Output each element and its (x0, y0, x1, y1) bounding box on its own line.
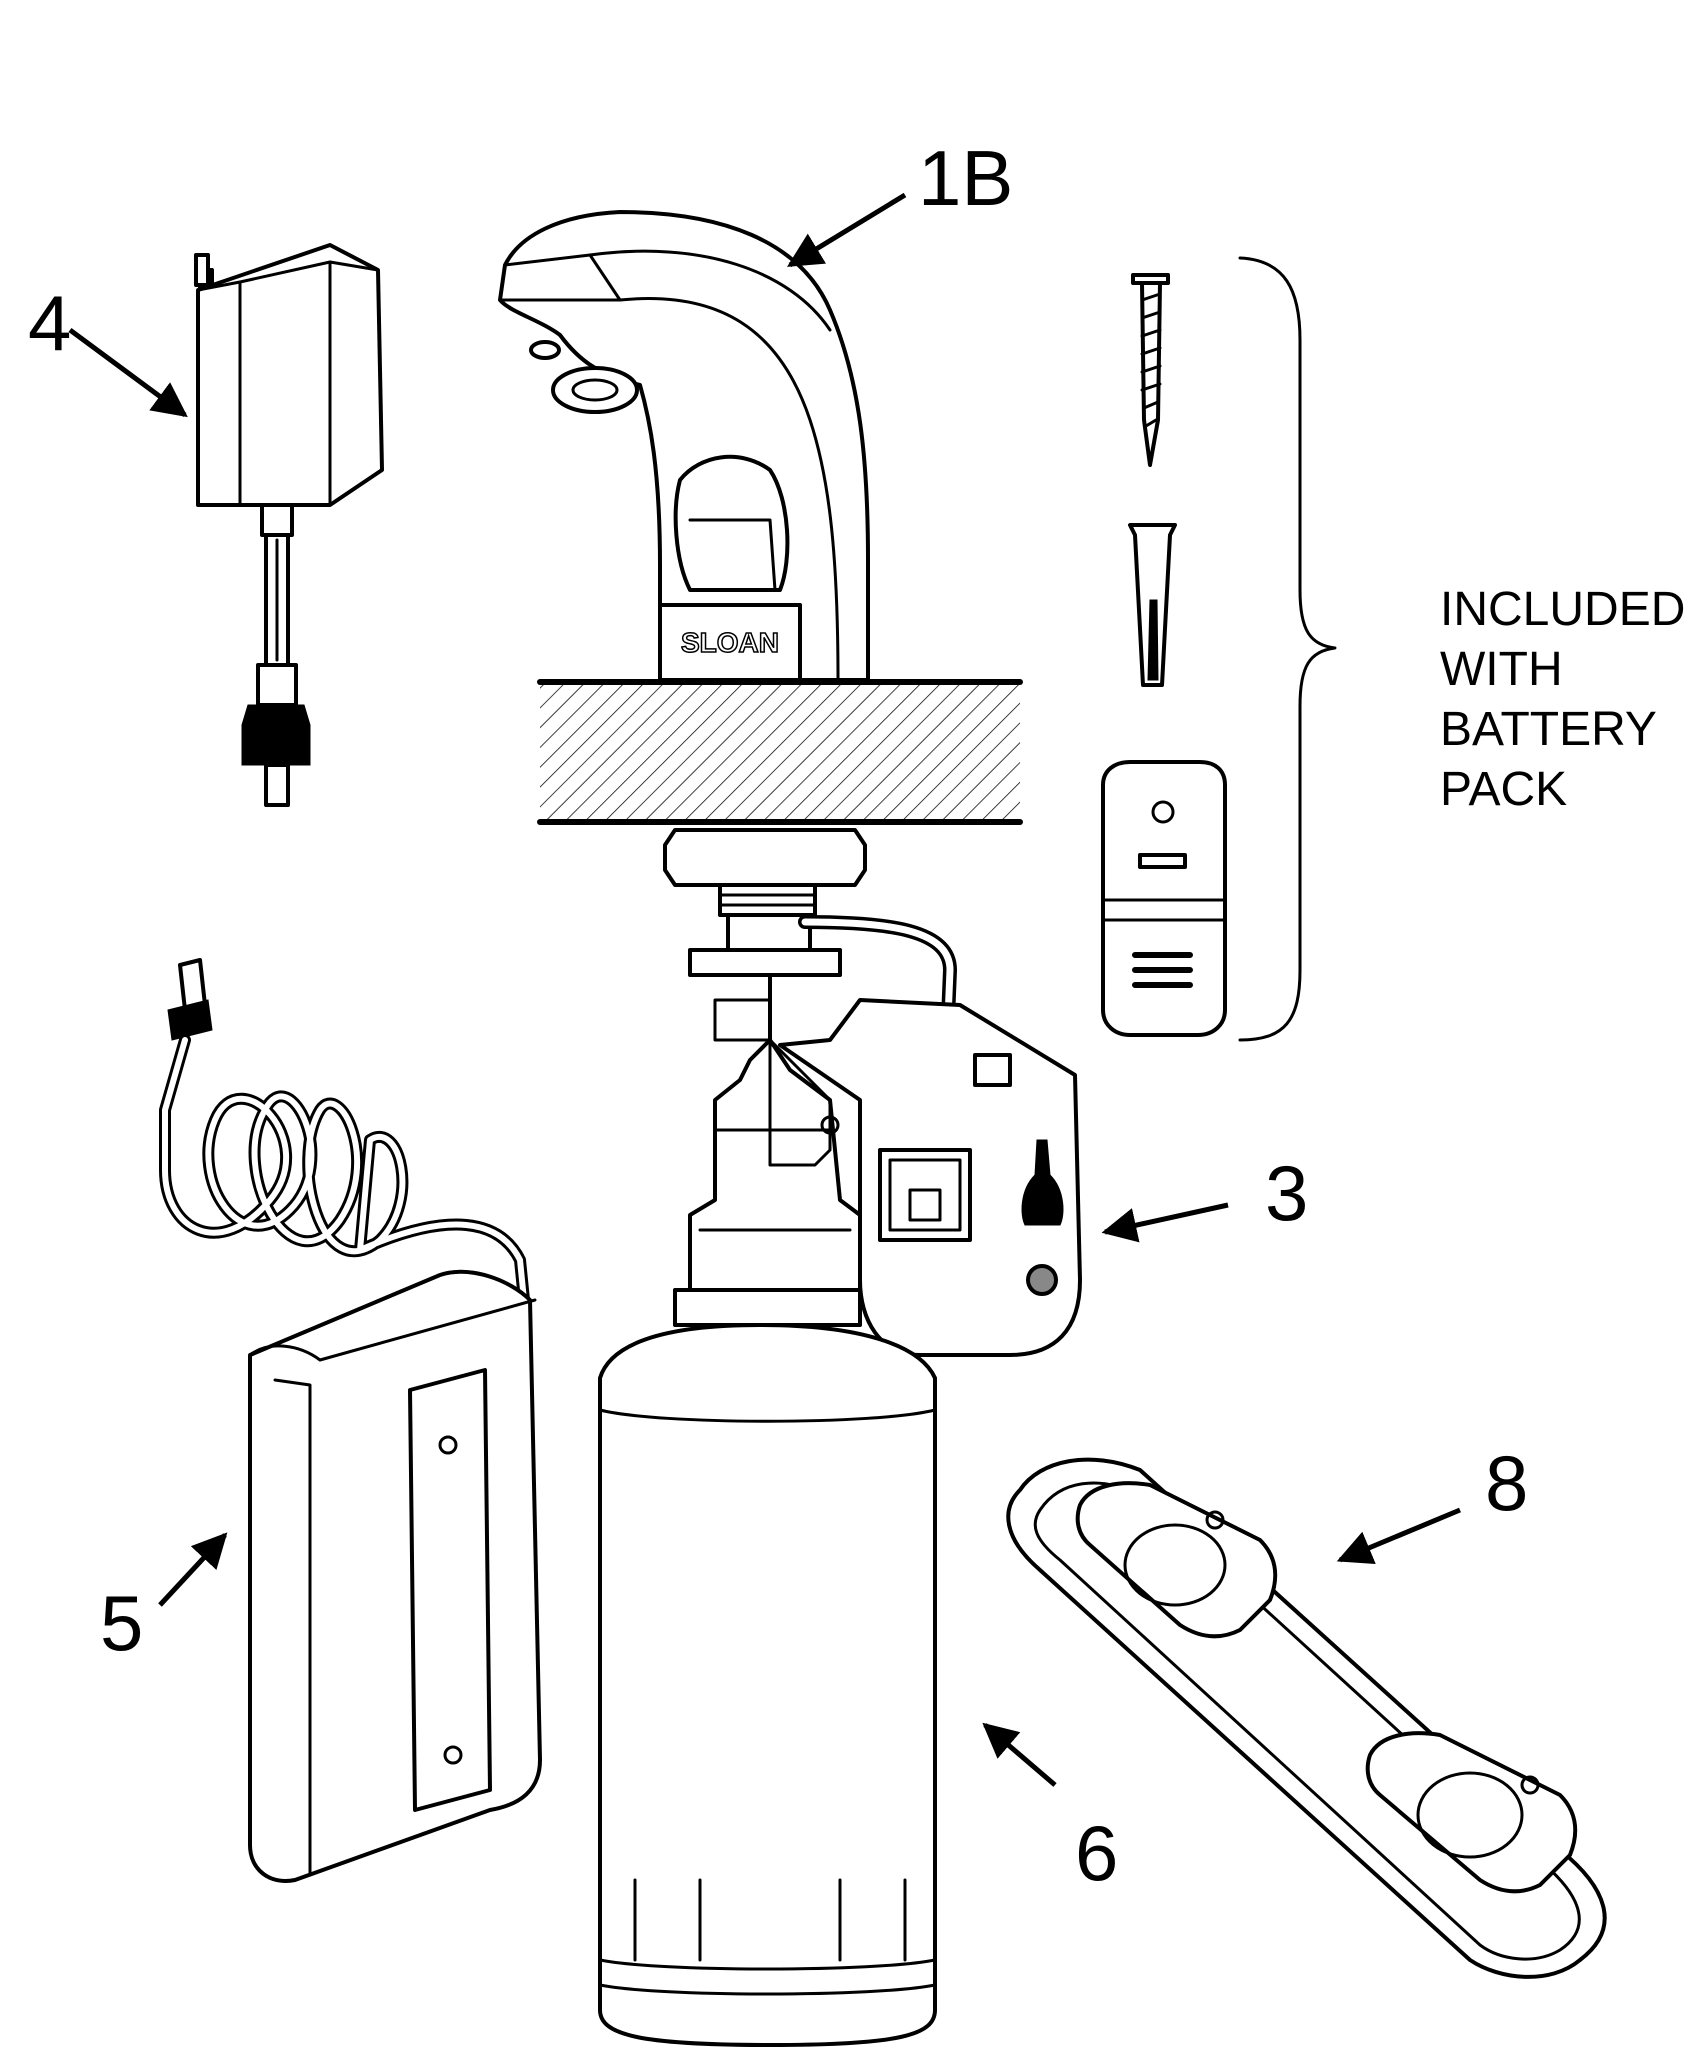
soap-bottle-arrow (982, 1722, 1057, 1787)
mounting-screw (1131, 273, 1170, 467)
coiled-cable (159, 958, 531, 1316)
battery-pack (248, 1269, 542, 1883)
included-note-line-4: PACK (1440, 763, 1567, 816)
battery-holder (1101, 760, 1227, 1037)
label-sensor-plate: 8 (1485, 1439, 1528, 1527)
sensor-plate (1006, 1457, 1607, 1979)
brand-logo: SLOAN (681, 627, 779, 658)
countertop (537, 679, 1023, 825)
transformer-arrow (68, 327, 188, 418)
label-transformer: 4 (28, 279, 71, 367)
sensor-plate-arrow (1336, 1507, 1461, 1565)
faucet-arrow (787, 192, 907, 268)
pump-body (673, 973, 862, 1327)
faucet: SLOAN (498, 210, 870, 682)
soap-bottle (598, 1323, 937, 2047)
label-soap-bottle: 6 (1075, 1809, 1118, 1897)
brace (1238, 256, 1337, 1042)
label-control-module: 3 (1265, 1149, 1308, 1237)
control-module (768, 998, 1082, 1357)
battery-pack-arrow (158, 1532, 228, 1607)
included-note-line-1: INCLUDED (1440, 583, 1685, 636)
control-module-arrow (1101, 1202, 1229, 1243)
transformer (194, 243, 384, 807)
mounting-nut (663, 828, 867, 977)
label-battery-pack: 5 (100, 1579, 143, 1667)
label-faucet: 1B (918, 134, 1013, 222)
included-note-line-3: BATTERY (1440, 703, 1657, 756)
included-note-line-2: WITH (1440, 643, 1563, 696)
supply-tube (798, 915, 958, 1202)
wall-anchor (1128, 523, 1177, 687)
included-note: INCLUDED WITH BATTERY PACK (1440, 583, 1685, 816)
